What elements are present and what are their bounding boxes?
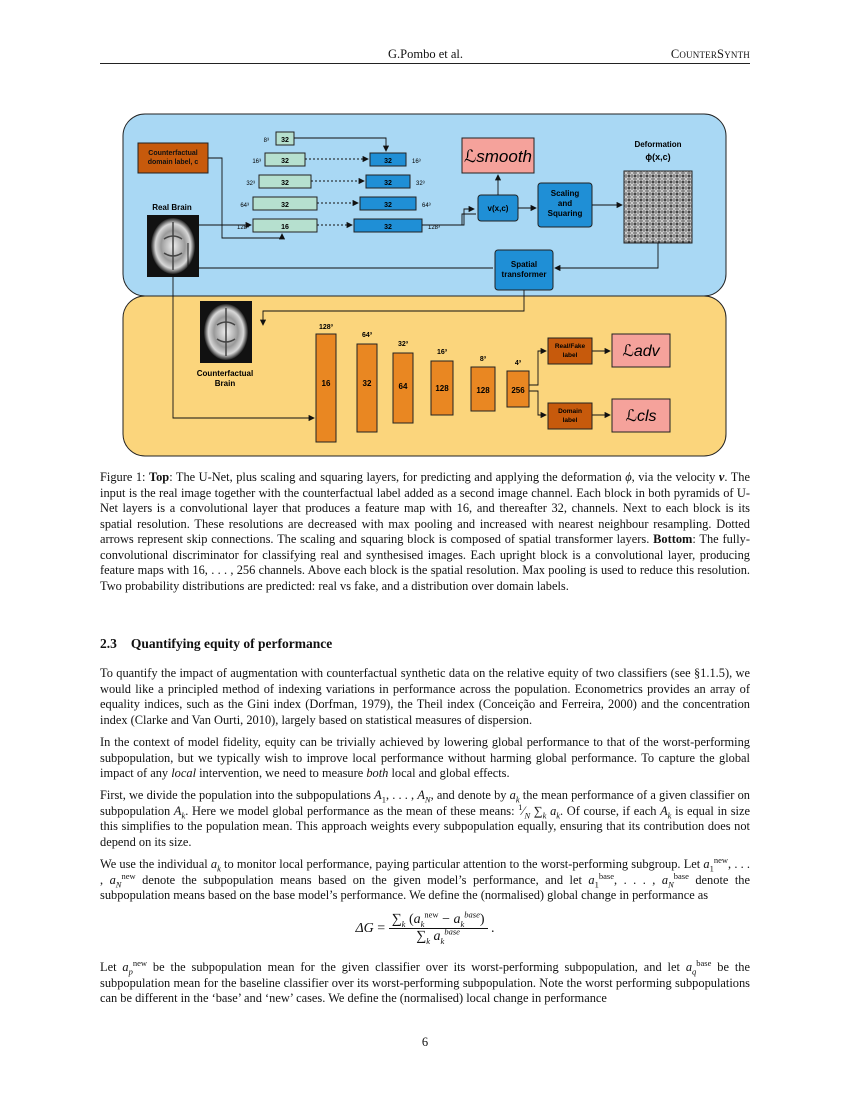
encoder-block-16 [264,152,306,167]
l-adv-box [611,333,671,368]
svg-text:32: 32 [384,180,392,187]
svg-text:256: 256 [511,386,525,395]
l-smooth-text: ℒsmooth [464,147,532,166]
svg-text:32: 32 [363,379,372,388]
svg-text:128: 128 [435,384,449,393]
svg-text:64³: 64³ [362,332,373,339]
decoder-block-64 [359,196,417,211]
encoder-block-8 [275,131,295,146]
header-authors: G.Pombo et al. [388,47,463,61]
svg-text:16: 16 [322,379,331,388]
encoder-pyramid: 32 8³ 32 16³ 32 32³ 32 64³ 16 128³ [237,131,318,233]
equation-delta-g: ΔG = ∑k (aknew − akbase) ∑k akbase . [355,909,495,946]
paragraph-5: Let apnew be the subpopulation mean for … [100,957,751,1005]
svg-text:128³: 128³ [428,225,440,231]
paragraph-2: In the context of model fidelity, equity… [100,735,750,780]
svg-text:32: 32 [281,158,289,165]
svg-text:32: 32 [281,137,289,144]
encoder-block-128 [252,218,318,233]
svg-text:32³: 32³ [398,341,409,348]
svg-text:64³: 64³ [422,203,431,209]
l-cls-text: ℒcls [625,408,656,425]
svg-text:128³: 128³ [319,324,334,331]
paragraph-3: First, we divide the population into the… [100,788,750,849]
svg-text:128: 128 [476,386,490,395]
svg-text:16: 16 [281,224,289,231]
real-brain-label: Real Brain [152,203,192,212]
svg-text:64: 64 [399,382,408,391]
svg-text:8³: 8³ [480,356,487,363]
svg-text:128³: 128³ [237,225,249,231]
svg-text:16³: 16³ [412,159,421,165]
real-fake-box [547,337,593,365]
l-cls-box [611,398,671,433]
paragraph-4: We use the individual ak to monitor loca… [100,854,751,902]
svg-text:32: 32 [281,180,289,187]
decoder-block-32 [365,174,411,189]
domain-label-box [547,402,593,430]
deformation-symbol: ϕ(x,c) [645,152,670,162]
l-smooth-box [461,137,535,174]
header-rule [100,63,750,64]
disc-block-4 [430,360,454,416]
disc-block-6 [506,370,530,408]
svg-text:v(x,c): v(x,c) [488,204,509,213]
decoder-block-16 [369,152,407,167]
figure-caption: Figure 1: Top: The U-Net, plus scaling a… [100,470,750,593]
encoder-block-64 [252,196,318,211]
page-number: 6 [421,1035,429,1049]
encoder-block-32 [258,174,312,189]
decoder-pyramid: 32 16³ 32 32³ 32 64³ 32 128³ [353,152,440,233]
svg-text:4³: 4³ [515,360,522,367]
svg-text:32: 32 [384,224,392,231]
svg-text:64³: 64³ [240,203,249,209]
svg-text:8³: 8³ [264,138,269,144]
svg-text:32: 32 [281,202,289,209]
disc-block-3 [392,352,414,424]
svg-text:16³: 16³ [252,159,261,165]
svg-text:16³: 16³ [437,349,448,356]
disc-block-1 [315,333,337,443]
paragraph-1: To quantify the impact of augmentation w… [100,666,750,727]
deformation-label: Deformation [634,140,681,149]
l-adv-text: ℒadv [622,343,660,360]
deformation-field-image [623,170,693,244]
svg-text:32³: 32³ [246,181,255,187]
disc-block-5 [470,366,496,412]
header-short-title: CounterSynth [670,47,750,61]
svg-text:32: 32 [384,202,392,209]
disc-block-2 [356,343,378,433]
svg-text:32³: 32³ [416,181,425,187]
svg-text:32: 32 [384,158,392,165]
skip-connections [199,137,476,240]
decoder-block-128 [353,218,423,233]
discriminator-blocks: 16 128³ 32 64³ 64 32³ 128 16³ 128 8³ 256… [315,324,530,443]
counterfactual-label-box [137,142,209,174]
